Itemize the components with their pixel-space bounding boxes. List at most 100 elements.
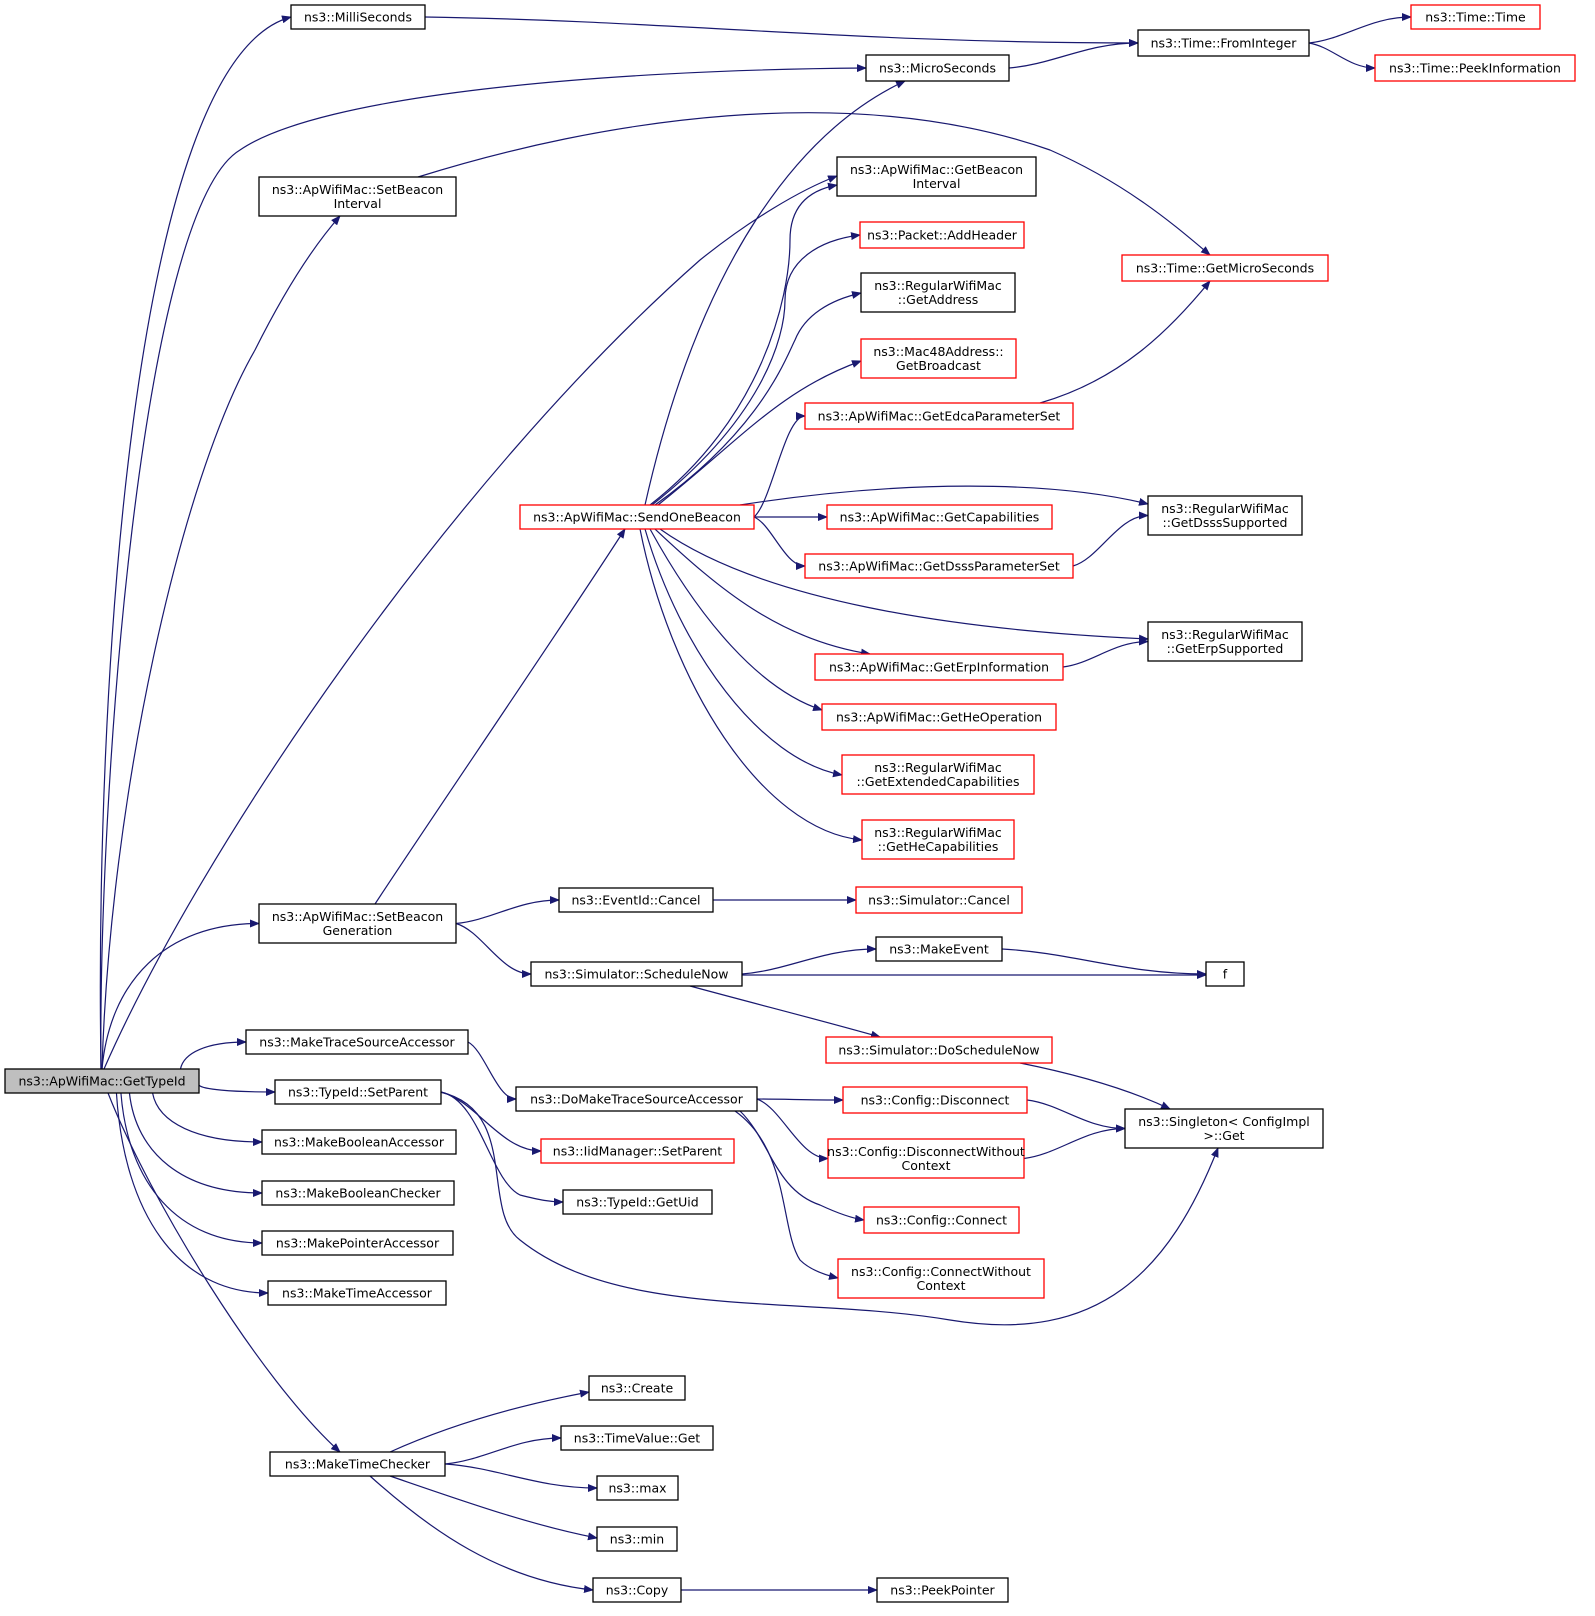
node-box[interactable] bbox=[269, 1451, 446, 1477]
node-GetBroadcast[interactable]: ns3::Mac48Address::GetBroadcast bbox=[860, 338, 1017, 379]
node-box[interactable] bbox=[519, 504, 755, 530]
node-box[interactable] bbox=[855, 886, 1023, 914]
node-box[interactable] bbox=[1205, 961, 1245, 987]
node-box[interactable] bbox=[562, 1189, 713, 1215]
node-MakeBooleanAccessor[interactable]: ns3::MakeBooleanAccessor bbox=[261, 1129, 457, 1155]
node-box[interactable] bbox=[860, 338, 1017, 379]
node-box[interactable] bbox=[540, 1138, 735, 1164]
node-f[interactable]: f bbox=[1205, 961, 1245, 987]
node-root[interactable]: ns3::ApWifiMac::GetTypeId bbox=[4, 1068, 200, 1094]
node-box[interactable] bbox=[588, 1375, 686, 1401]
node-ScheduleNow[interactable]: ns3::Simulator::ScheduleNow bbox=[530, 961, 743, 987]
node-MicroSeconds[interactable]: ns3::MicroSeconds bbox=[865, 54, 1010, 82]
node-box[interactable] bbox=[841, 754, 1035, 795]
node-box[interactable] bbox=[261, 1180, 455, 1206]
node-FromInteger[interactable]: ns3::Time::FromInteger bbox=[1137, 29, 1310, 57]
node-PeekPointer[interactable]: ns3::PeekPointer bbox=[876, 1577, 1009, 1603]
node-box[interactable] bbox=[1374, 54, 1576, 82]
node-box[interactable] bbox=[836, 156, 1037, 197]
node-box[interactable] bbox=[842, 1086, 1028, 1114]
node-GetHeOperation[interactable]: ns3::ApWifiMac::GetHeOperation bbox=[821, 703, 1057, 731]
node-box[interactable] bbox=[4, 1068, 200, 1094]
node-MakeTraceSourceAccessor[interactable]: ns3::MakeTraceSourceAccessor bbox=[245, 1029, 469, 1055]
node-GetErpInformation[interactable]: ns3::ApWifiMac::GetErpInformation bbox=[814, 653, 1064, 681]
node-TimeValueGet[interactable]: ns3::TimeValue::Get bbox=[560, 1425, 714, 1451]
node-box[interactable] bbox=[814, 653, 1064, 681]
node-box[interactable] bbox=[827, 1138, 1025, 1179]
node-MakeTimeChecker[interactable]: ns3::MakeTimeChecker bbox=[269, 1451, 446, 1477]
node-box[interactable] bbox=[558, 887, 714, 913]
node-box[interactable] bbox=[863, 1206, 1020, 1234]
node-GetCapabilities[interactable]: ns3::ApWifiMac::GetCapabilities bbox=[826, 504, 1053, 530]
node-box[interactable] bbox=[1124, 1108, 1324, 1149]
node-Create[interactable]: ns3::Create bbox=[588, 1375, 686, 1401]
node-box[interactable] bbox=[245, 1029, 469, 1055]
node-GetExtendedCapabilities[interactable]: ns3::RegularWifiMac::GetExtendedCapabili… bbox=[841, 754, 1035, 795]
node-box[interactable] bbox=[875, 936, 1003, 962]
node-box[interactable] bbox=[1121, 254, 1329, 282]
node-box[interactable] bbox=[876, 1577, 1009, 1603]
node-MakePointerAccessor[interactable]: ns3::MakePointerAccessor bbox=[261, 1230, 454, 1256]
node-box[interactable] bbox=[290, 4, 426, 30]
node-TimeTime[interactable]: ns3::Time::Time bbox=[1410, 4, 1541, 30]
node-box[interactable] bbox=[825, 1036, 1053, 1064]
node-MilliSeconds[interactable]: ns3::MilliSeconds bbox=[290, 4, 426, 30]
node-SingletonGet[interactable]: ns3::Singleton< ConfigImpl >::Get bbox=[1124, 1108, 1324, 1149]
node-box[interactable] bbox=[267, 1280, 447, 1306]
node-box[interactable] bbox=[515, 1086, 758, 1112]
node-box[interactable] bbox=[1137, 29, 1310, 57]
node-box[interactable] bbox=[861, 819, 1015, 860]
node-GetEdca[interactable]: ns3::ApWifiMac::GetEdcaParameterSet bbox=[804, 402, 1074, 430]
node-GetErpSupported[interactable]: ns3::RegularWifiMac::GetErpSupported bbox=[1147, 621, 1303, 662]
node-box[interactable] bbox=[1147, 621, 1303, 662]
node-box[interactable] bbox=[596, 1526, 678, 1552]
node-box[interactable] bbox=[261, 1230, 454, 1256]
node-SetParent[interactable]: ns3::TypeId::SetParent bbox=[274, 1079, 442, 1105]
node-box[interactable] bbox=[261, 1129, 457, 1155]
node-GetDsssParameterSet[interactable]: ns3::ApWifiMac::GetDsssParameterSet bbox=[804, 553, 1074, 579]
node-AddHeader[interactable]: ns3::Packet::AddHeader bbox=[859, 221, 1025, 249]
node-GetDsssSupported[interactable]: ns3::RegularWifiMac::GetDsssSupported bbox=[1147, 495, 1303, 536]
node-GetMicroSeconds[interactable]: ns3::Time::GetMicroSeconds bbox=[1121, 254, 1329, 282]
node-max[interactable]: ns3::max bbox=[596, 1475, 679, 1501]
node-SimulatorCancel[interactable]: ns3::Simulator::Cancel bbox=[855, 886, 1023, 914]
node-min[interactable]: ns3::min bbox=[596, 1526, 678, 1552]
node-DoScheduleNow[interactable]: ns3::Simulator::DoScheduleNow bbox=[825, 1036, 1053, 1064]
node-box[interactable] bbox=[865, 54, 1010, 82]
node-GetHeCapabilities[interactable]: ns3::RegularWifiMac::GetHeCapabilities bbox=[861, 819, 1015, 860]
node-box[interactable] bbox=[860, 272, 1016, 313]
node-IidSetParent[interactable]: ns3::IidManager::SetParent bbox=[540, 1138, 735, 1164]
node-EventIdCancel[interactable]: ns3::EventId::Cancel bbox=[558, 887, 714, 913]
node-Copy[interactable]: ns3::Copy bbox=[592, 1577, 682, 1603]
node-box[interactable] bbox=[804, 402, 1074, 430]
node-box[interactable] bbox=[560, 1425, 714, 1451]
node-box[interactable] bbox=[596, 1475, 679, 1501]
node-GetUid[interactable]: ns3::TypeId::GetUid bbox=[562, 1189, 713, 1215]
node-box[interactable] bbox=[821, 703, 1057, 731]
node-box[interactable] bbox=[859, 221, 1025, 249]
node-box[interactable] bbox=[1147, 495, 1303, 536]
node-box[interactable] bbox=[258, 176, 457, 217]
node-box[interactable] bbox=[826, 504, 1053, 530]
node-box[interactable] bbox=[592, 1577, 682, 1603]
node-box[interactable] bbox=[837, 1258, 1045, 1299]
node-ConfigConnect[interactable]: ns3::Config::Connect bbox=[863, 1206, 1020, 1234]
node-PeekInformation[interactable]: ns3::Time::PeekInformation bbox=[1374, 54, 1576, 82]
node-box[interactable] bbox=[274, 1079, 442, 1105]
node-MakeEvent[interactable]: ns3::MakeEvent bbox=[875, 936, 1003, 962]
node-box[interactable] bbox=[258, 903, 457, 944]
node-box[interactable] bbox=[804, 553, 1074, 579]
node-DoMakeTraceSourceAccessor[interactable]: ns3::DoMakeTraceSourceAccessor bbox=[515, 1086, 758, 1112]
node-SendOneBeacon[interactable]: ns3::ApWifiMac::SendOneBeacon bbox=[519, 504, 755, 530]
node-GetAddress[interactable]: ns3::RegularWifiMac::GetAddress bbox=[860, 272, 1016, 313]
node-box[interactable] bbox=[1410, 4, 1541, 30]
node-box[interactable] bbox=[530, 961, 743, 987]
node-MakeBooleanChecker[interactable]: ns3::MakeBooleanChecker bbox=[261, 1180, 455, 1206]
node-ConfigDisconnect[interactable]: ns3::Config::Disconnect bbox=[842, 1086, 1028, 1114]
node-MakeTimeAccessor[interactable]: ns3::MakeTimeAccessor bbox=[267, 1280, 447, 1306]
